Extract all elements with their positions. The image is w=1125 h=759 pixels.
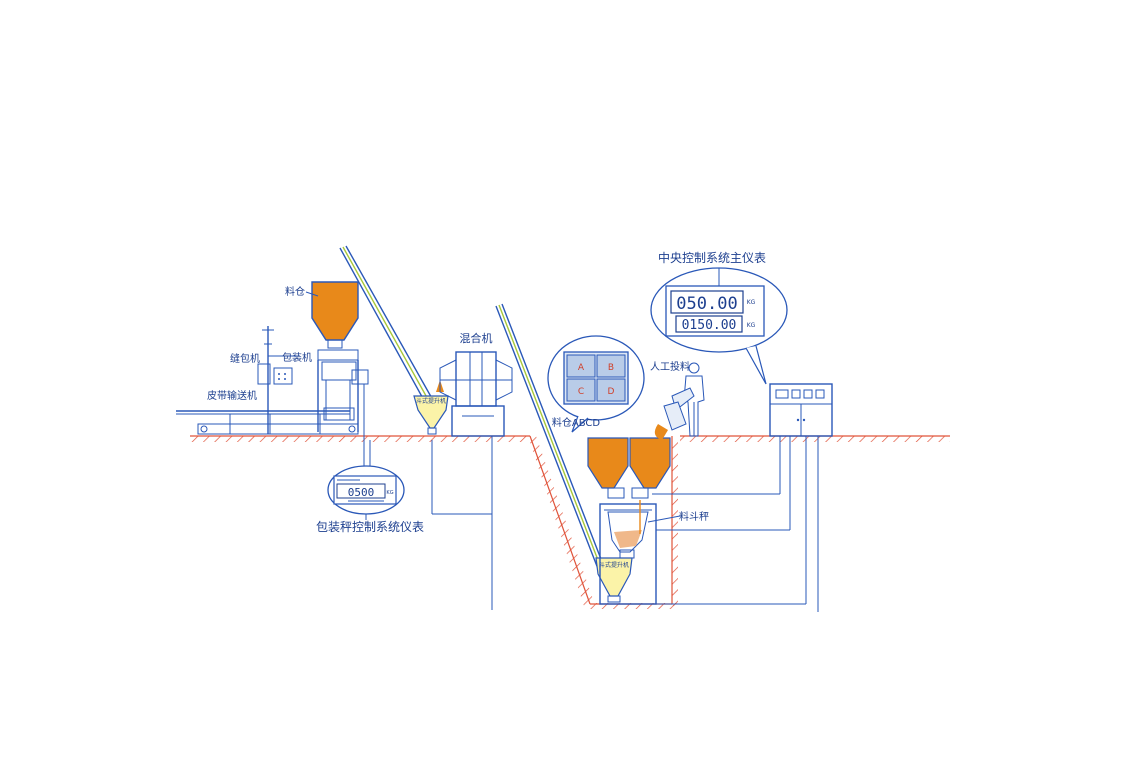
control-cabinet [769, 383, 833, 437]
central-meter-callout [650, 267, 788, 385]
bin-abcd-detail [547, 335, 645, 433]
pit-wall-hatch [672, 440, 678, 606]
pit-floor-hatch [586, 603, 678, 609]
central-meter-title: 中央控制系统主仪表 [658, 250, 766, 265]
central-meter-bottom-unit: KG [747, 322, 756, 329]
packing-machine-label: 包装机 [282, 351, 312, 364]
mixer [439, 351, 513, 437]
packing-meter-digits: 0500 [348, 486, 375, 499]
sewing-machine-label: 缝包机 [230, 352, 260, 365]
manual-feed-label: 人工投料 [650, 360, 690, 373]
packing-meter-callout [327, 465, 405, 520]
packing-meter-unit: KG [386, 490, 393, 496]
elevator-small-label-1: 斗式提升机 [416, 397, 446, 405]
ground [190, 435, 950, 609]
wiring [369, 436, 819, 612]
ground-hatch-right [680, 436, 950, 442]
mixer-label: 混合机 [460, 331, 493, 345]
bin-a-label: A [578, 363, 585, 373]
packing-meter-title: 包装秤控制系统仪表 [316, 520, 424, 534]
elevator-small-label-2: 斗式提升机 [599, 561, 629, 569]
silo-label: 料仓 [285, 285, 305, 298]
central-meter-top-unit: KG [747, 299, 756, 306]
sewing-machine [257, 326, 300, 434]
ground-hatch-left [190, 436, 530, 442]
pit-slope-hatch [528, 436, 594, 606]
pit-bins [587, 437, 790, 605]
bin-b-label: B [608, 363, 614, 373]
silo-body [311, 281, 359, 341]
pit-slope-line [529, 435, 591, 605]
central-meter-top-digits: 050.00 [676, 294, 737, 314]
bin-c-label: C [578, 387, 584, 397]
central-meter-bottom-digits: 0150.00 [682, 318, 737, 333]
bin-abcd-label: 料仓ABCD [552, 416, 601, 429]
hopper-scale-label: 料斗秤 [679, 510, 709, 523]
belt-conveyor-label: 皮带输送机 [207, 389, 257, 402]
bin-d-label: D [608, 387, 615, 397]
worker-manual-feed [654, 362, 705, 440]
belt-conveyor [176, 410, 359, 435]
bucket-elevator-1 [339, 245, 449, 435]
